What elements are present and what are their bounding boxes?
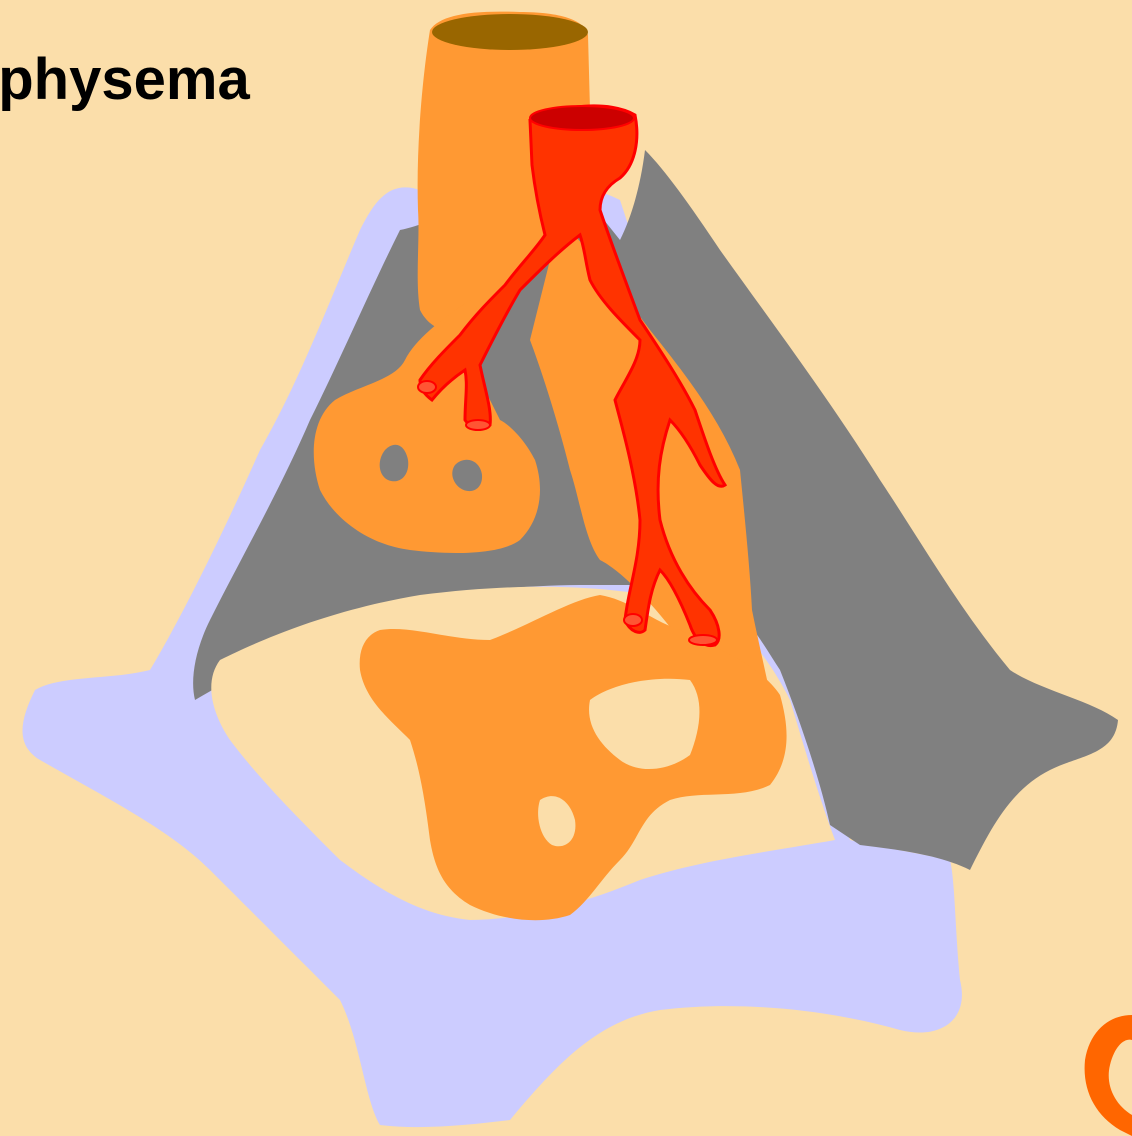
swirl-logo-icon <box>1085 1015 1132 1136</box>
artery-branch-end-1 <box>418 381 436 393</box>
artery-lumen <box>530 106 634 130</box>
artery-branch-end-4 <box>689 635 717 645</box>
trachea-lumen <box>432 14 588 50</box>
artery-branch-end-2 <box>466 420 490 430</box>
artery-branch-end-3 <box>624 614 642 626</box>
